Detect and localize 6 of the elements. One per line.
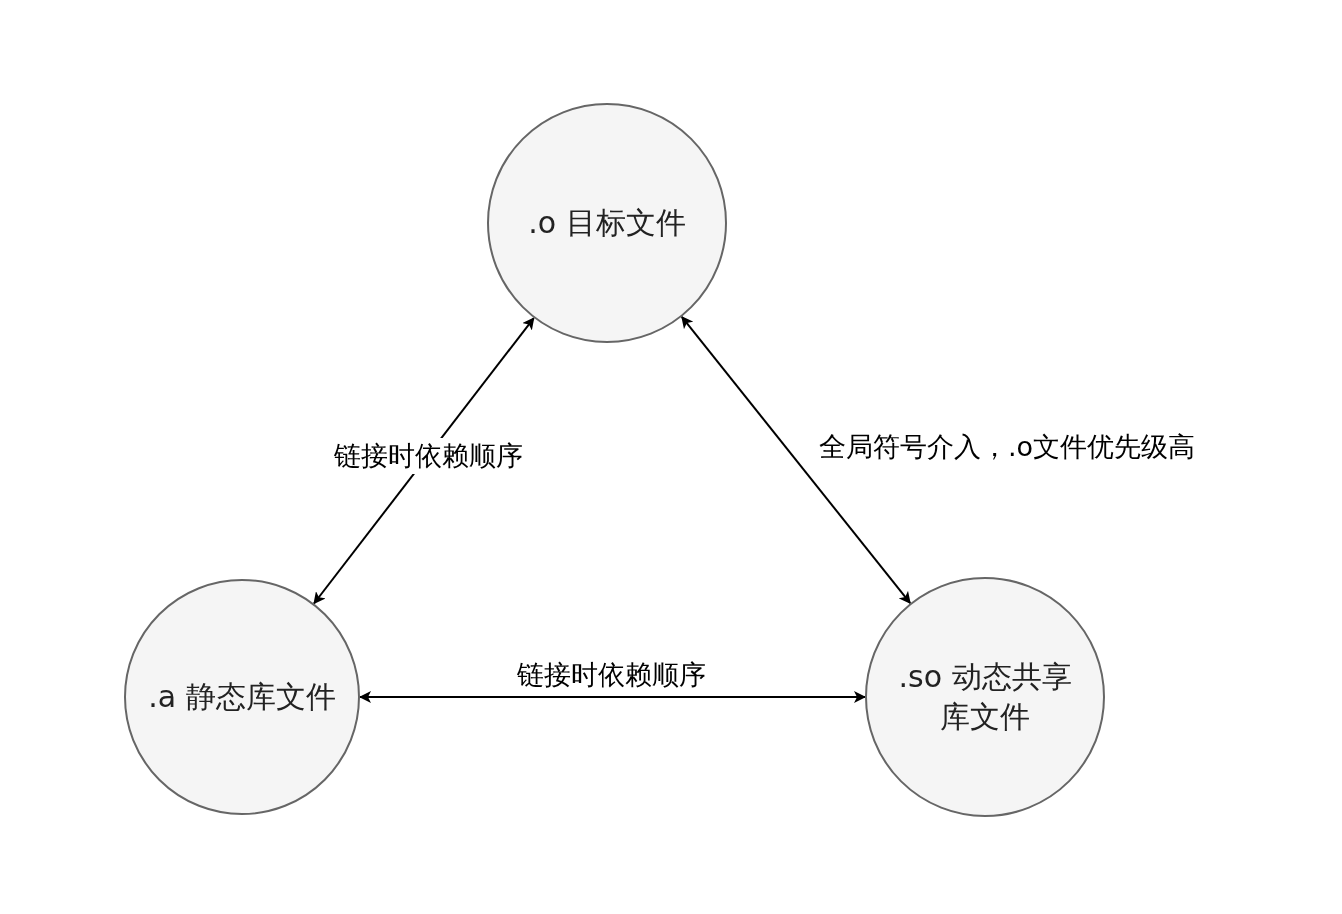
file-circle: .a 静态库文件 <box>124 579 360 815</box>
file-circle: .o 目标文件 <box>487 103 727 343</box>
file-circle: .so 动态共享库文件 <box>865 577 1105 817</box>
arrow <box>680 315 912 605</box>
arrow <box>359 691 866 703</box>
arrow <box>313 317 535 605</box>
